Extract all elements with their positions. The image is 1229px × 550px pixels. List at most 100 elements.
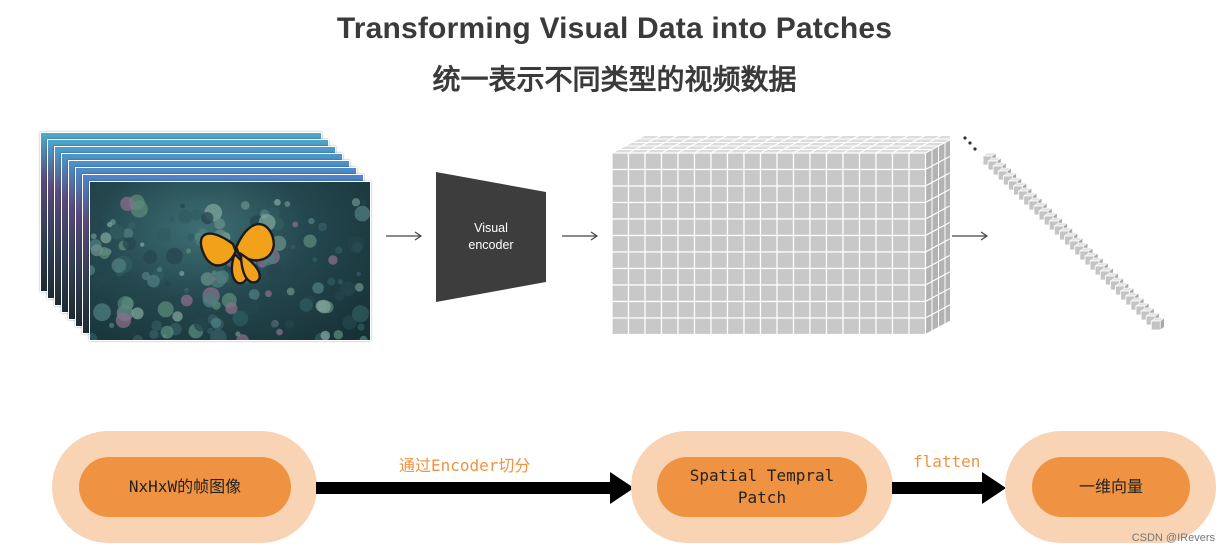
patch-cell [908, 234, 927, 253]
patch-cell [792, 185, 811, 204]
patch-cell [809, 251, 828, 270]
patch-cell [677, 317, 696, 336]
patch-cell [825, 300, 844, 319]
reef-texture [147, 274, 160, 288]
patch-cell [792, 284, 811, 303]
patch-cell [842, 300, 861, 319]
patch-cell [759, 284, 778, 303]
reef-texture [90, 332, 98, 340]
patch-cell [710, 267, 729, 286]
patch-cell [891, 251, 910, 270]
patch-cell [726, 201, 745, 220]
patch-cell [743, 152, 762, 171]
patch-cell [644, 317, 663, 336]
reef-texture [312, 282, 324, 294]
patch-cell [726, 317, 745, 336]
patch-cell [875, 234, 894, 253]
patch-cell [611, 234, 630, 253]
edge-label-flatten: flatten [913, 452, 981, 471]
reef-texture [107, 221, 113, 228]
reef-texture [267, 263, 284, 281]
reef-texture [127, 221, 136, 230]
patch-cell [710, 168, 729, 187]
reef-texture [357, 323, 365, 331]
reef-texture [122, 237, 136, 251]
reef-texture [284, 201, 291, 207]
reef-texture [109, 322, 115, 328]
patch-cell-side [944, 271, 950, 292]
patch-cell [627, 251, 646, 270]
patch-cell [825, 152, 844, 171]
reef-texture [160, 325, 174, 339]
ellipsis-dot [968, 141, 972, 145]
reef-texture [276, 328, 283, 336]
reef-texture [215, 270, 229, 284]
patch-cell-side [944, 188, 950, 210]
node-frames-label: NxHxW的帧图像 [128, 477, 242, 496]
node-patch: Spatial Tempral Patch [657, 457, 867, 517]
patch-cell [842, 185, 861, 204]
patch-cell [891, 201, 910, 220]
patch-cell [611, 168, 630, 187]
patch-cell [792, 234, 811, 253]
patch-cell [677, 168, 696, 187]
patch-cell [908, 284, 927, 303]
patch-cell [660, 218, 679, 237]
reef-texture [149, 329, 159, 339]
patch-cell [891, 300, 910, 319]
patch-cell [627, 218, 646, 237]
patch-cell [627, 201, 646, 220]
patch-cell [759, 234, 778, 253]
patch-cell [875, 251, 894, 270]
reef-texture [180, 203, 185, 209]
patch-cell [858, 168, 877, 187]
patch-cell [677, 234, 696, 253]
butterfly-image [199, 223, 276, 285]
patch-cell [627, 185, 646, 204]
reef-texture [320, 330, 331, 340]
ellipsis-dot [963, 136, 967, 140]
sequence-patch [1150, 320, 1161, 331]
patch-cell-side [938, 306, 946, 329]
reef-texture [210, 317, 222, 328]
patch-cell [776, 152, 795, 171]
reef-texture [224, 205, 233, 214]
patch-cell [710, 201, 729, 220]
thick-arrow-encode [316, 472, 634, 504]
patch-cell [875, 201, 894, 220]
reef-texture [286, 287, 295, 296]
reef-texture [178, 209, 192, 224]
reef-texture [115, 312, 132, 328]
reef-texture [285, 319, 295, 329]
reef-texture [270, 320, 278, 328]
patch-cell [710, 218, 729, 237]
reef-texture [310, 296, 316, 302]
patch-cell [825, 284, 844, 303]
reef-texture [109, 224, 125, 240]
reef-texture [210, 329, 227, 340]
patch-cell [743, 218, 762, 237]
patch-cell [842, 201, 861, 220]
patch-cell [842, 234, 861, 253]
patch-cell [809, 234, 828, 253]
patch-cell [710, 152, 729, 171]
reef-texture [317, 299, 331, 314]
video-frame-front [89, 181, 371, 341]
patch-cell-side [944, 172, 950, 193]
reef-texture [156, 227, 172, 243]
patch-cell [842, 218, 861, 237]
node-patch-label-line2: Patch [737, 488, 787, 507]
patch-cell [858, 185, 877, 204]
reef-texture [90, 216, 104, 231]
reef-texture [359, 335, 368, 340]
patch-cell [627, 300, 646, 319]
patch-cell [809, 284, 828, 303]
patch-cell [776, 168, 795, 187]
patch-cell [743, 300, 762, 319]
node-vector: 一维向量 [1032, 457, 1190, 517]
reef-texture [201, 212, 214, 225]
patch-cell [644, 284, 663, 303]
patch-cell [759, 185, 778, 204]
patch-cell [710, 234, 729, 253]
